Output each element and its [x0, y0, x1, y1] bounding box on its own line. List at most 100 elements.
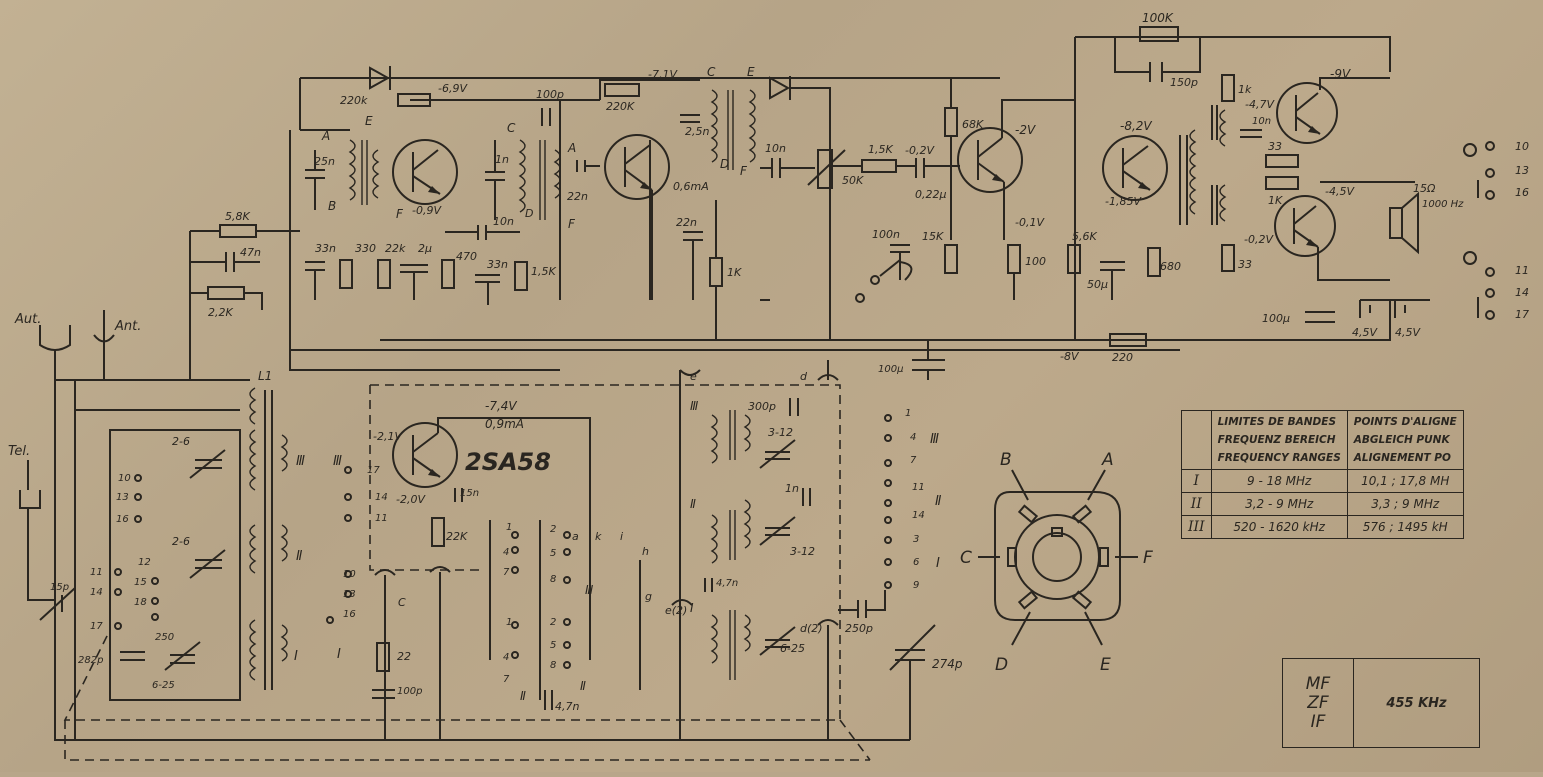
svg-text:16: 16 — [343, 609, 356, 620]
svg-text:10: 10 — [343, 569, 356, 580]
svg-text:1K: 1K — [1268, 194, 1283, 207]
svg-text:5,6K: 5,6K — [1072, 230, 1097, 243]
svg-text:Ⅱ: Ⅱ — [520, 689, 526, 703]
svg-text:33n: 33n — [487, 258, 508, 271]
svg-text:Ⅲ: Ⅲ — [690, 399, 698, 413]
svg-text:11: 11 — [912, 482, 925, 493]
svg-text:47n: 47n — [240, 246, 261, 259]
svg-text:F: F — [396, 207, 404, 221]
svg-text:7: 7 — [503, 567, 510, 578]
svg-text:470: 470 — [456, 250, 477, 263]
band-limits-table: LIMITES DE BANDES FREQUENZ BEREICH FREQU… — [1181, 410, 1464, 539]
ant-label: Ant. — [114, 319, 141, 334]
svg-text:-7,4V: -7,4V — [485, 399, 517, 413]
svg-text:0,9mA: 0,9mA — [485, 417, 524, 431]
svg-text:10n: 10n — [1252, 116, 1271, 127]
svg-text:50K: 50K — [842, 174, 864, 187]
svg-text:9: 9 — [913, 580, 919, 591]
svg-text:A: A — [321, 129, 330, 143]
svg-text:13: 13 — [343, 589, 356, 600]
svg-text:100: 100 — [1025, 255, 1046, 268]
resistor-220k-a — [397, 93, 431, 107]
svg-text:220: 220 — [1112, 351, 1133, 364]
svg-text:2-6: 2-6 — [172, 535, 190, 548]
label-220k: 220k — [340, 94, 368, 107]
svg-text:2-6: 2-6 — [172, 435, 190, 448]
svg-text:7: 7 — [503, 674, 510, 685]
svg-text:1n: 1n — [785, 482, 799, 495]
svg-text:2,2K: 2,2K — [208, 306, 233, 319]
svg-text:6-25: 6-25 — [780, 642, 805, 655]
svg-text:1,5K: 1,5K — [531, 265, 556, 278]
if-value: 455 KHz — [1386, 695, 1447, 711]
svg-text:282p: 282p — [78, 655, 103, 666]
volume-pot — [817, 149, 833, 189]
svg-text:8: 8 — [550, 660, 556, 671]
svg-text:-1,85V: -1,85V — [1105, 195, 1142, 208]
svg-text:D: D — [525, 207, 533, 220]
if-frequency-box: MF ZF IF 455 KHz — [1282, 658, 1480, 748]
svg-text:D: D — [720, 157, 729, 171]
svg-text:4,5V: 4,5V — [1352, 326, 1378, 339]
svg-text:11: 11 — [1515, 264, 1529, 277]
svg-text:4,7n: 4,7n — [716, 578, 738, 589]
svg-text:22K: 22K — [446, 530, 468, 543]
svg-text:100p: 100p — [397, 686, 422, 697]
svg-text:-4,5V: -4,5V — [1325, 185, 1355, 198]
svg-text:-2,0V: -2,0V — [396, 493, 426, 506]
socket-pinout: B A C F D E — [960, 450, 1153, 675]
svg-text:274p: 274p — [932, 657, 963, 671]
svg-text:-0,1V: -0,1V — [1015, 216, 1045, 229]
svg-text:1: 1 — [506, 522, 512, 533]
svg-text:14: 14 — [90, 587, 103, 598]
svg-text:11: 11 — [375, 513, 388, 524]
svg-text:a: a — [572, 530, 579, 543]
svg-text:Ⅰ: Ⅰ — [690, 601, 694, 615]
svg-text:-8,2V: -8,2V — [1120, 119, 1152, 133]
svg-text:1: 1 — [905, 408, 911, 419]
svg-text:0,6mA: 0,6mA — [673, 180, 709, 193]
label-6-9v: -6,9V — [438, 82, 468, 95]
svg-text:11: 11 — [90, 567, 103, 578]
svg-text:Ⅰ: Ⅰ — [294, 649, 298, 664]
transistor-2sa58 — [392, 422, 458, 488]
svg-text:18: 18 — [134, 597, 147, 608]
svg-text:3-12: 3-12 — [768, 426, 793, 439]
svg-text:E: E — [1100, 655, 1111, 675]
svg-text:-2V: -2V — [1015, 123, 1036, 137]
svg-text:1,5K: 1,5K — [868, 143, 893, 156]
transistor-t1 — [392, 139, 458, 205]
svg-text:C: C — [960, 548, 972, 568]
svg-text:3: 3 — [913, 534, 919, 545]
svg-text:F: F — [568, 217, 576, 231]
svg-text:d(2): d(2) — [800, 622, 823, 635]
svg-text:22n: 22n — [567, 190, 588, 203]
svg-text:12: 12 — [138, 557, 151, 568]
svg-text:Ⅱ: Ⅱ — [580, 679, 586, 693]
svg-text:1K: 1K — [727, 266, 742, 279]
svg-text:22: 22 — [397, 650, 411, 663]
svg-text:1n: 1n — [495, 153, 509, 166]
svg-text:100μ: 100μ — [1262, 312, 1290, 325]
svg-text:15Ω: 15Ω — [1413, 182, 1436, 195]
svg-text:-0,2V: -0,2V — [905, 144, 935, 157]
svg-text:2,5n: 2,5n — [685, 125, 709, 138]
resistor-100k — [1139, 26, 1179, 42]
svg-text:68K: 68K — [962, 118, 984, 131]
svg-text:B: B — [328, 199, 336, 213]
svg-text:14: 14 — [1515, 286, 1529, 299]
svg-text:10: 10 — [118, 473, 131, 484]
transistor-t3 — [957, 127, 1023, 193]
transistor-t5 — [1276, 82, 1338, 144]
svg-text:33: 33 — [1238, 258, 1252, 271]
speaker-icon — [1389, 207, 1403, 239]
svg-text:-0,2V: -0,2V — [1244, 233, 1274, 246]
svg-text:15: 15 — [134, 577, 147, 588]
aut-socket-icon — [39, 325, 71, 351]
svg-text:17: 17 — [1515, 308, 1529, 321]
svg-text:50μ: 50μ — [1087, 278, 1108, 291]
svg-text:300p: 300p — [748, 400, 776, 413]
svg-text:4,5V: 4,5V — [1395, 326, 1421, 339]
svg-text:330: 330 — [355, 242, 376, 255]
